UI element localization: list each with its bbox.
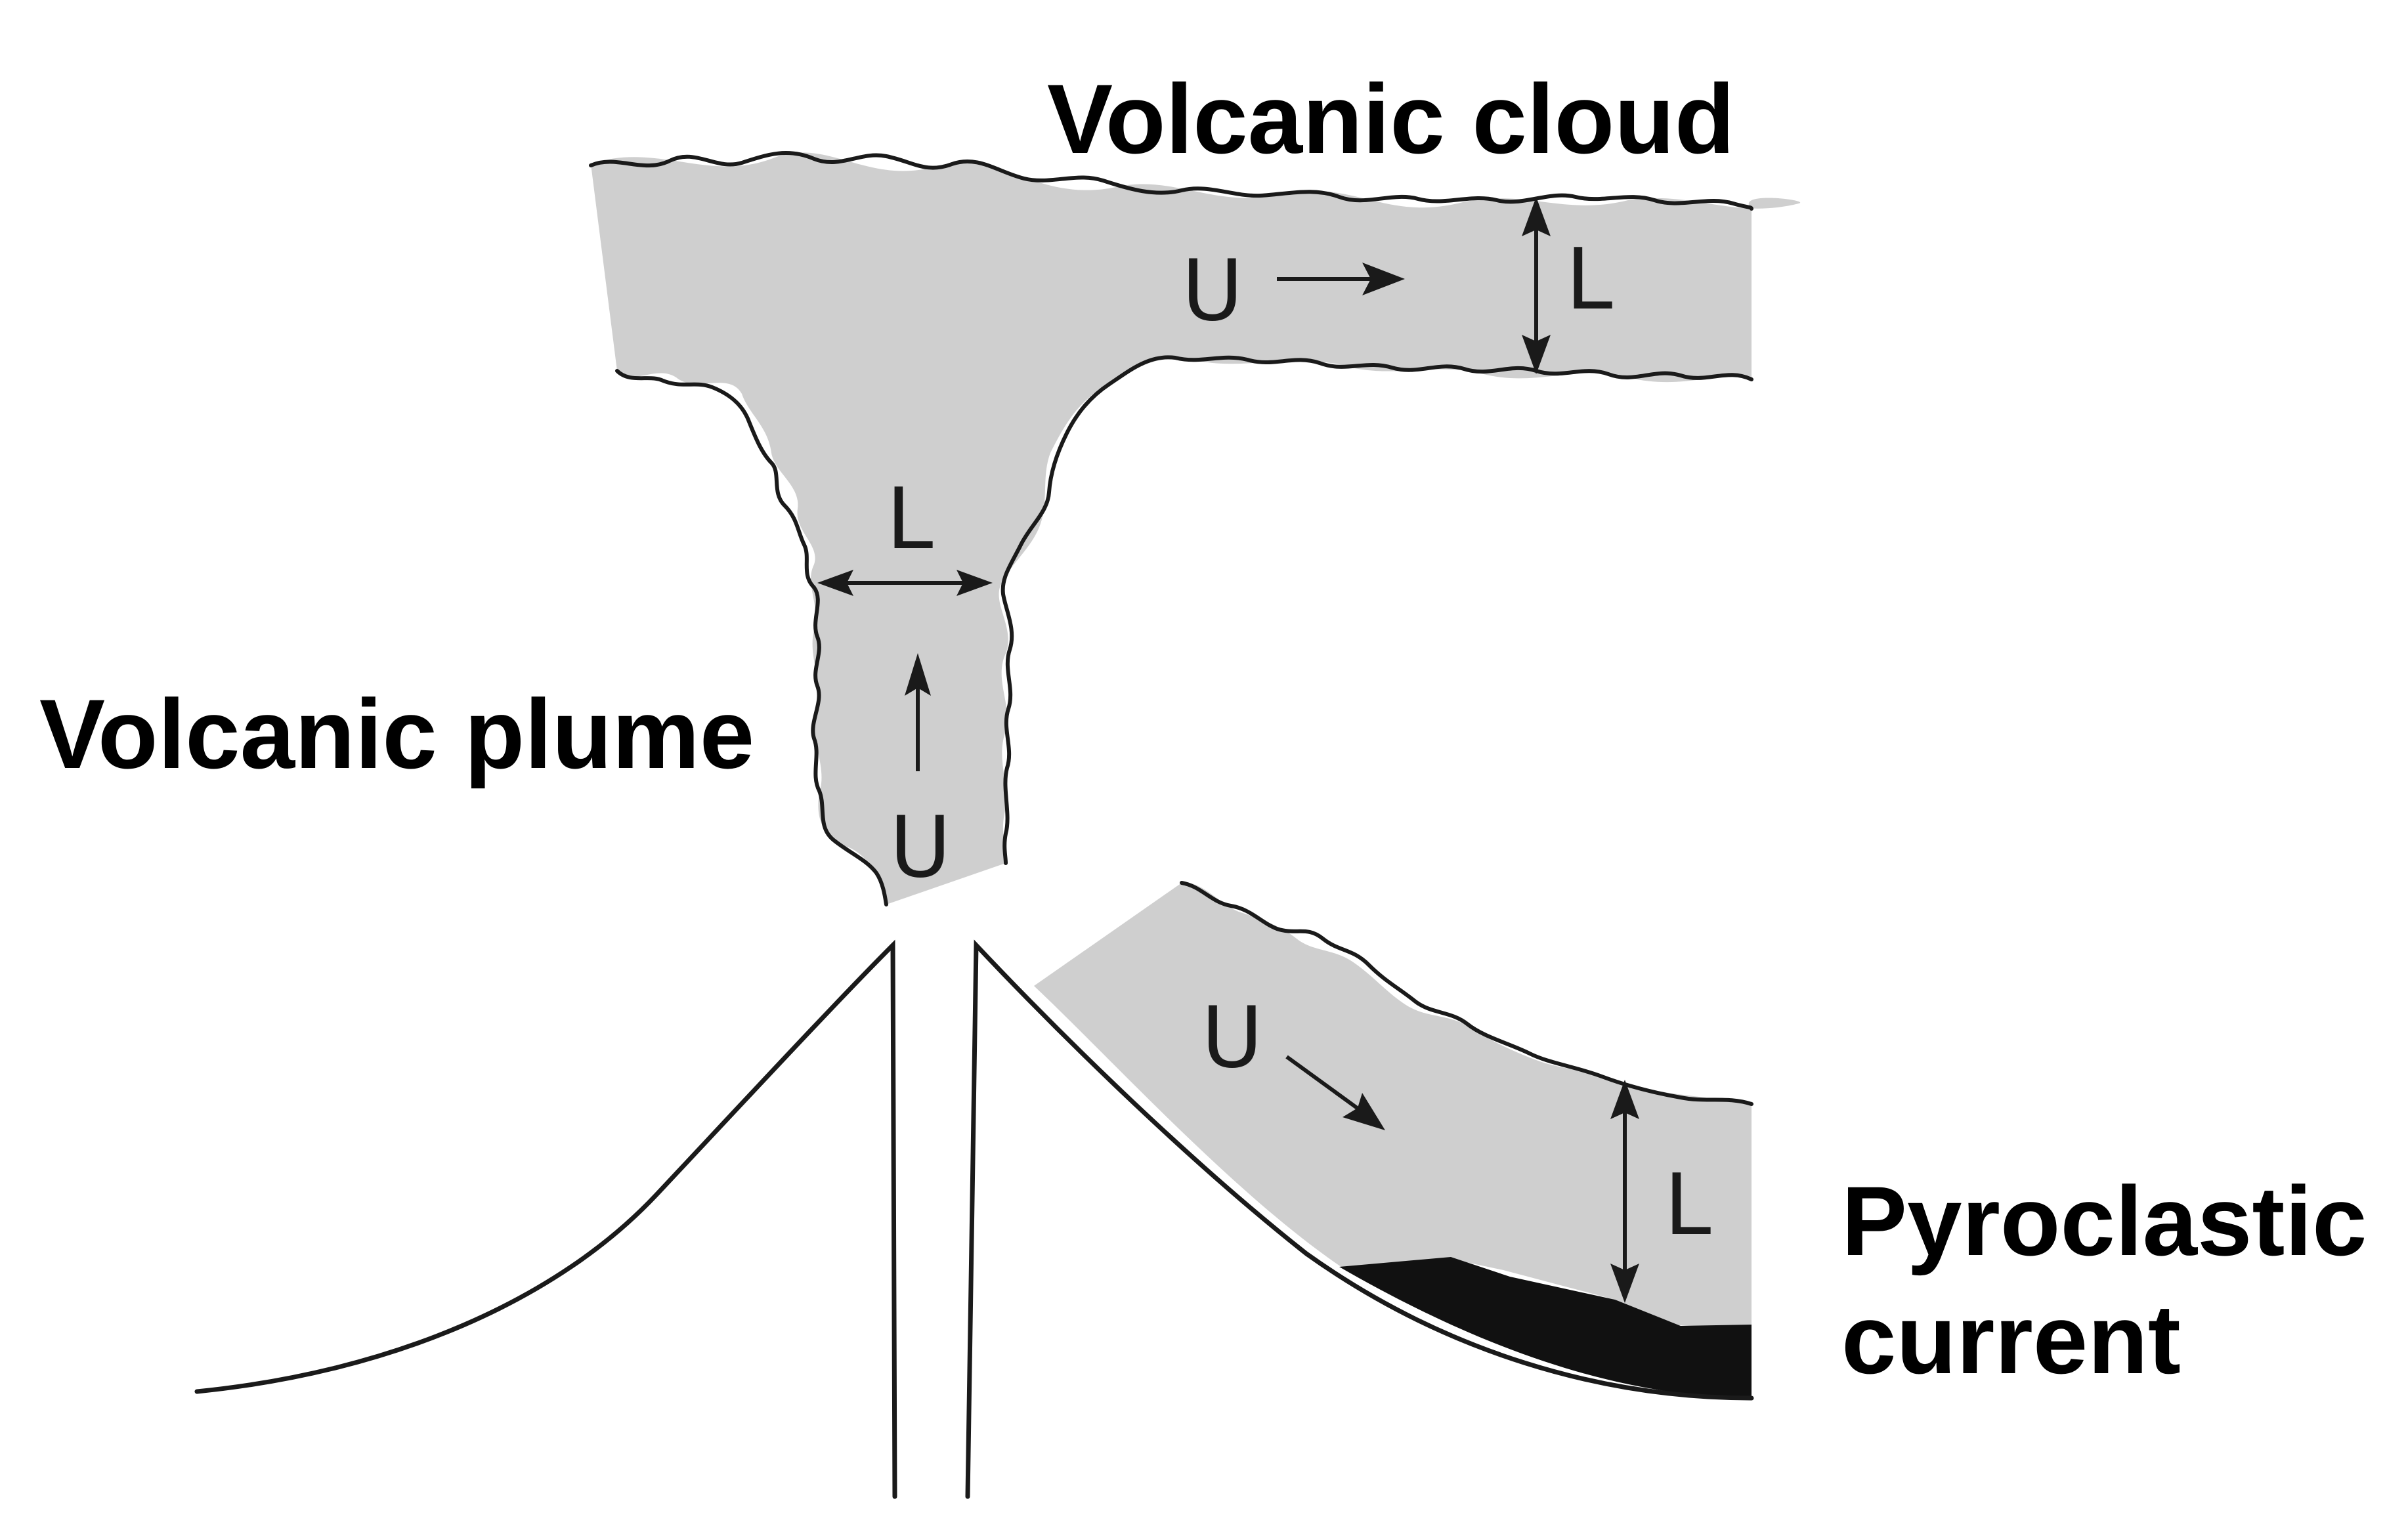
deposit-layer [1339, 1257, 1752, 1398]
current-top-edge [1180, 881, 1753, 1106]
current-velocity-arrow [1285, 1055, 1360, 1111]
pyroclastic-current-label-line1: Pyroclastic [1841, 1166, 2367, 1276]
plume-cloud-region [591, 152, 1801, 904]
cloud-velocity-arrowhead [1362, 263, 1405, 295]
current-velocity-arrowhead [1343, 1093, 1385, 1130]
current-velocity-symbol: U [1201, 989, 1263, 1087]
current-length-arrowhead-bottom [1610, 1264, 1639, 1303]
plume-velocity-symbol: U [890, 799, 951, 897]
cloud-length-arrowhead-bottom [1522, 335, 1551, 374]
volcano-left-flank [194, 939, 897, 1499]
cloud-length-symbol: L [1566, 231, 1612, 329]
current-region [1034, 882, 1752, 1329]
plume-length-arrowhead-right [957, 570, 993, 596]
volcanic-cloud-label: Volcanic cloud [1047, 64, 1734, 174]
volcanic-plume-label: Volcanic plume [39, 679, 754, 789]
current-length-symbol: L [1664, 1157, 1711, 1254]
cloud-bottom-plume-right-edge [1000, 355, 1753, 865]
cloud-velocity-symbol: U [1182, 242, 1243, 340]
plume-velocity-arrowhead [905, 653, 931, 696]
plume-length-arrowhead-left [817, 570, 853, 596]
cloud-top-edge [589, 151, 1753, 211]
plume-length-symbol: L [886, 471, 933, 568]
plume-left-edge [615, 369, 888, 906]
pyroclastic-current-label-line2: current [1841, 1284, 2181, 1394]
current-length-arrowhead-top [1610, 1080, 1639, 1119]
volcano-right-flank [965, 939, 1754, 1499]
cloud-length-arrowhead-top [1522, 197, 1551, 236]
